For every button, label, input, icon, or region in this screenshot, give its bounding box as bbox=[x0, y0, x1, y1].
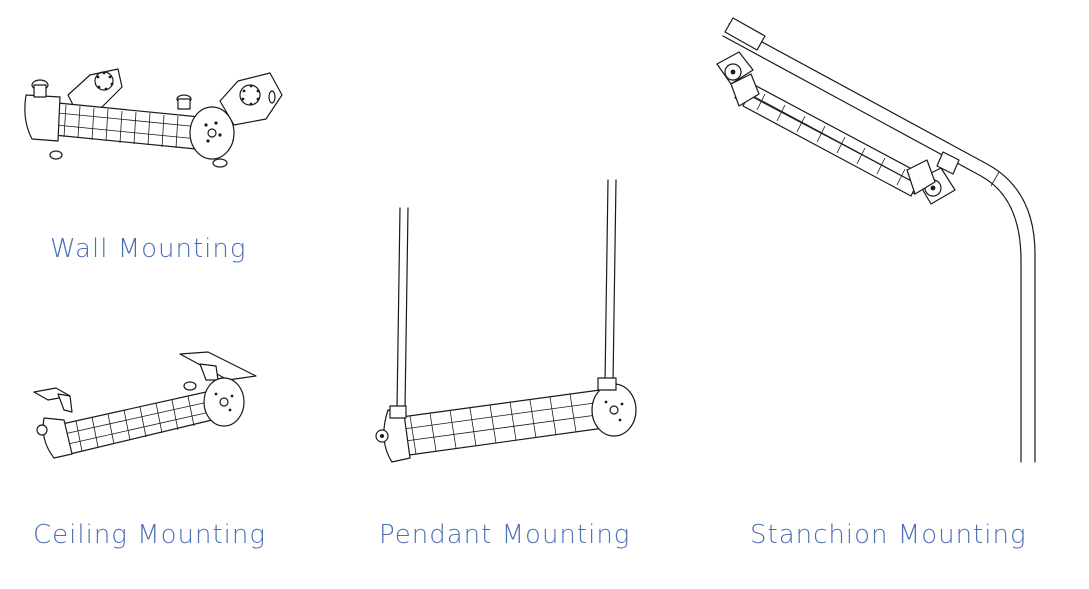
pendant-mounting-label: Pendant Mounting bbox=[379, 520, 631, 550]
wall-bracket-right bbox=[219, 72, 283, 126]
stanchion-endcap-left bbox=[730, 73, 760, 107]
ceiling-bracket-right bbox=[179, 351, 257, 381]
pendant-rod-right bbox=[604, 179, 617, 384]
wall-endcap-left bbox=[24, 79, 63, 160]
wall-endcap-right bbox=[176, 94, 235, 168]
wall-mounting-illustration bbox=[24, 68, 283, 168]
stanchion-pole bbox=[722, 23, 1036, 463]
ceiling-mounting-label: Ceiling Mounting bbox=[33, 520, 266, 550]
stanchion-mounting-label: Stanchion Mounting bbox=[750, 520, 1027, 550]
ceiling-endcap-right bbox=[183, 377, 245, 427]
pendant-endcap-left bbox=[375, 405, 411, 463]
stanchion-mounting-illustration bbox=[716, 17, 1036, 463]
stanchion-endcap-right bbox=[906, 159, 936, 195]
stanchion-tube-body bbox=[734, 79, 926, 197]
wall-mounting-label: Wall Mounting bbox=[50, 234, 247, 264]
wall-tube-body bbox=[53, 102, 201, 150]
stanchion-clamp-top bbox=[716, 17, 766, 85]
pendant-endcap-right bbox=[591, 377, 637, 437]
pendant-mounting-illustration bbox=[375, 179, 637, 463]
ceiling-tube-body bbox=[61, 391, 213, 455]
ceiling-endcap-left bbox=[36, 417, 73, 459]
ceiling-bracket-left bbox=[33, 387, 73, 413]
ceiling-mounting-illustration bbox=[33, 351, 257, 459]
pendant-rod-left bbox=[396, 207, 409, 411]
pendant-tube-body bbox=[393, 389, 605, 457]
